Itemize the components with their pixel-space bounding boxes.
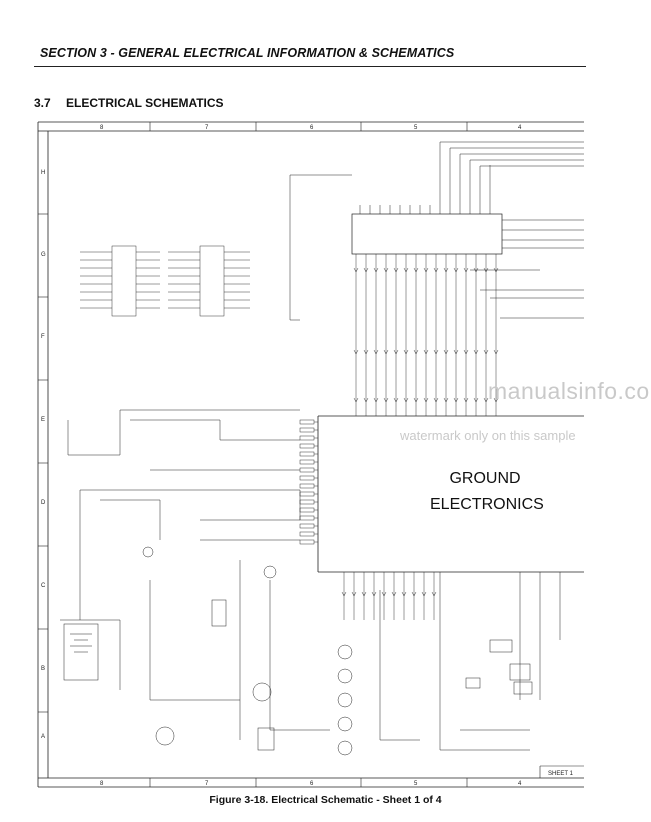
- watermark-subtext: watermark only on this sample: [400, 428, 576, 443]
- subsection-number: 3.7: [34, 96, 51, 110]
- watermark-text: manualsinfo.com: [488, 378, 651, 404]
- section-title: SECTION 3 - GENERAL ELECTRICAL INFORMATI…: [40, 46, 455, 60]
- grid-column-label: 4: [518, 781, 522, 787]
- grid-column-label: 7: [205, 125, 209, 131]
- grid-row-label: F: [41, 334, 45, 340]
- grid-column-label: 5: [414, 781, 418, 787]
- grid-row-label: H: [41, 170, 45, 176]
- grid-column-label: 8: [100, 781, 104, 787]
- subsection-title: ELECTRICAL SCHEMATICS: [66, 96, 224, 110]
- section-divider: [34, 66, 586, 67]
- grid-column-label: 6: [310, 781, 314, 787]
- grid-column-label: 8: [100, 125, 104, 131]
- grid-column-label: 7: [205, 781, 209, 787]
- grid-row-label: E: [41, 417, 45, 423]
- grid-row-label: D: [41, 500, 46, 506]
- grid-row-label: G: [41, 252, 46, 258]
- figure-caption: Figure 3-18. Electrical Schematic - Shee…: [209, 794, 442, 806]
- grid-column-label: 4: [518, 125, 522, 131]
- sheet-label: SHEET 1: [548, 771, 574, 777]
- grid-row-label: B: [41, 666, 45, 672]
- ground-electronics-label: GROUND ELECTRONICS: [430, 470, 544, 513]
- grid-column-label: 5: [414, 125, 418, 131]
- grid-row-label: C: [41, 583, 46, 589]
- grid-row-label: A: [41, 734, 45, 740]
- grid-column-label: 6: [310, 125, 314, 131]
